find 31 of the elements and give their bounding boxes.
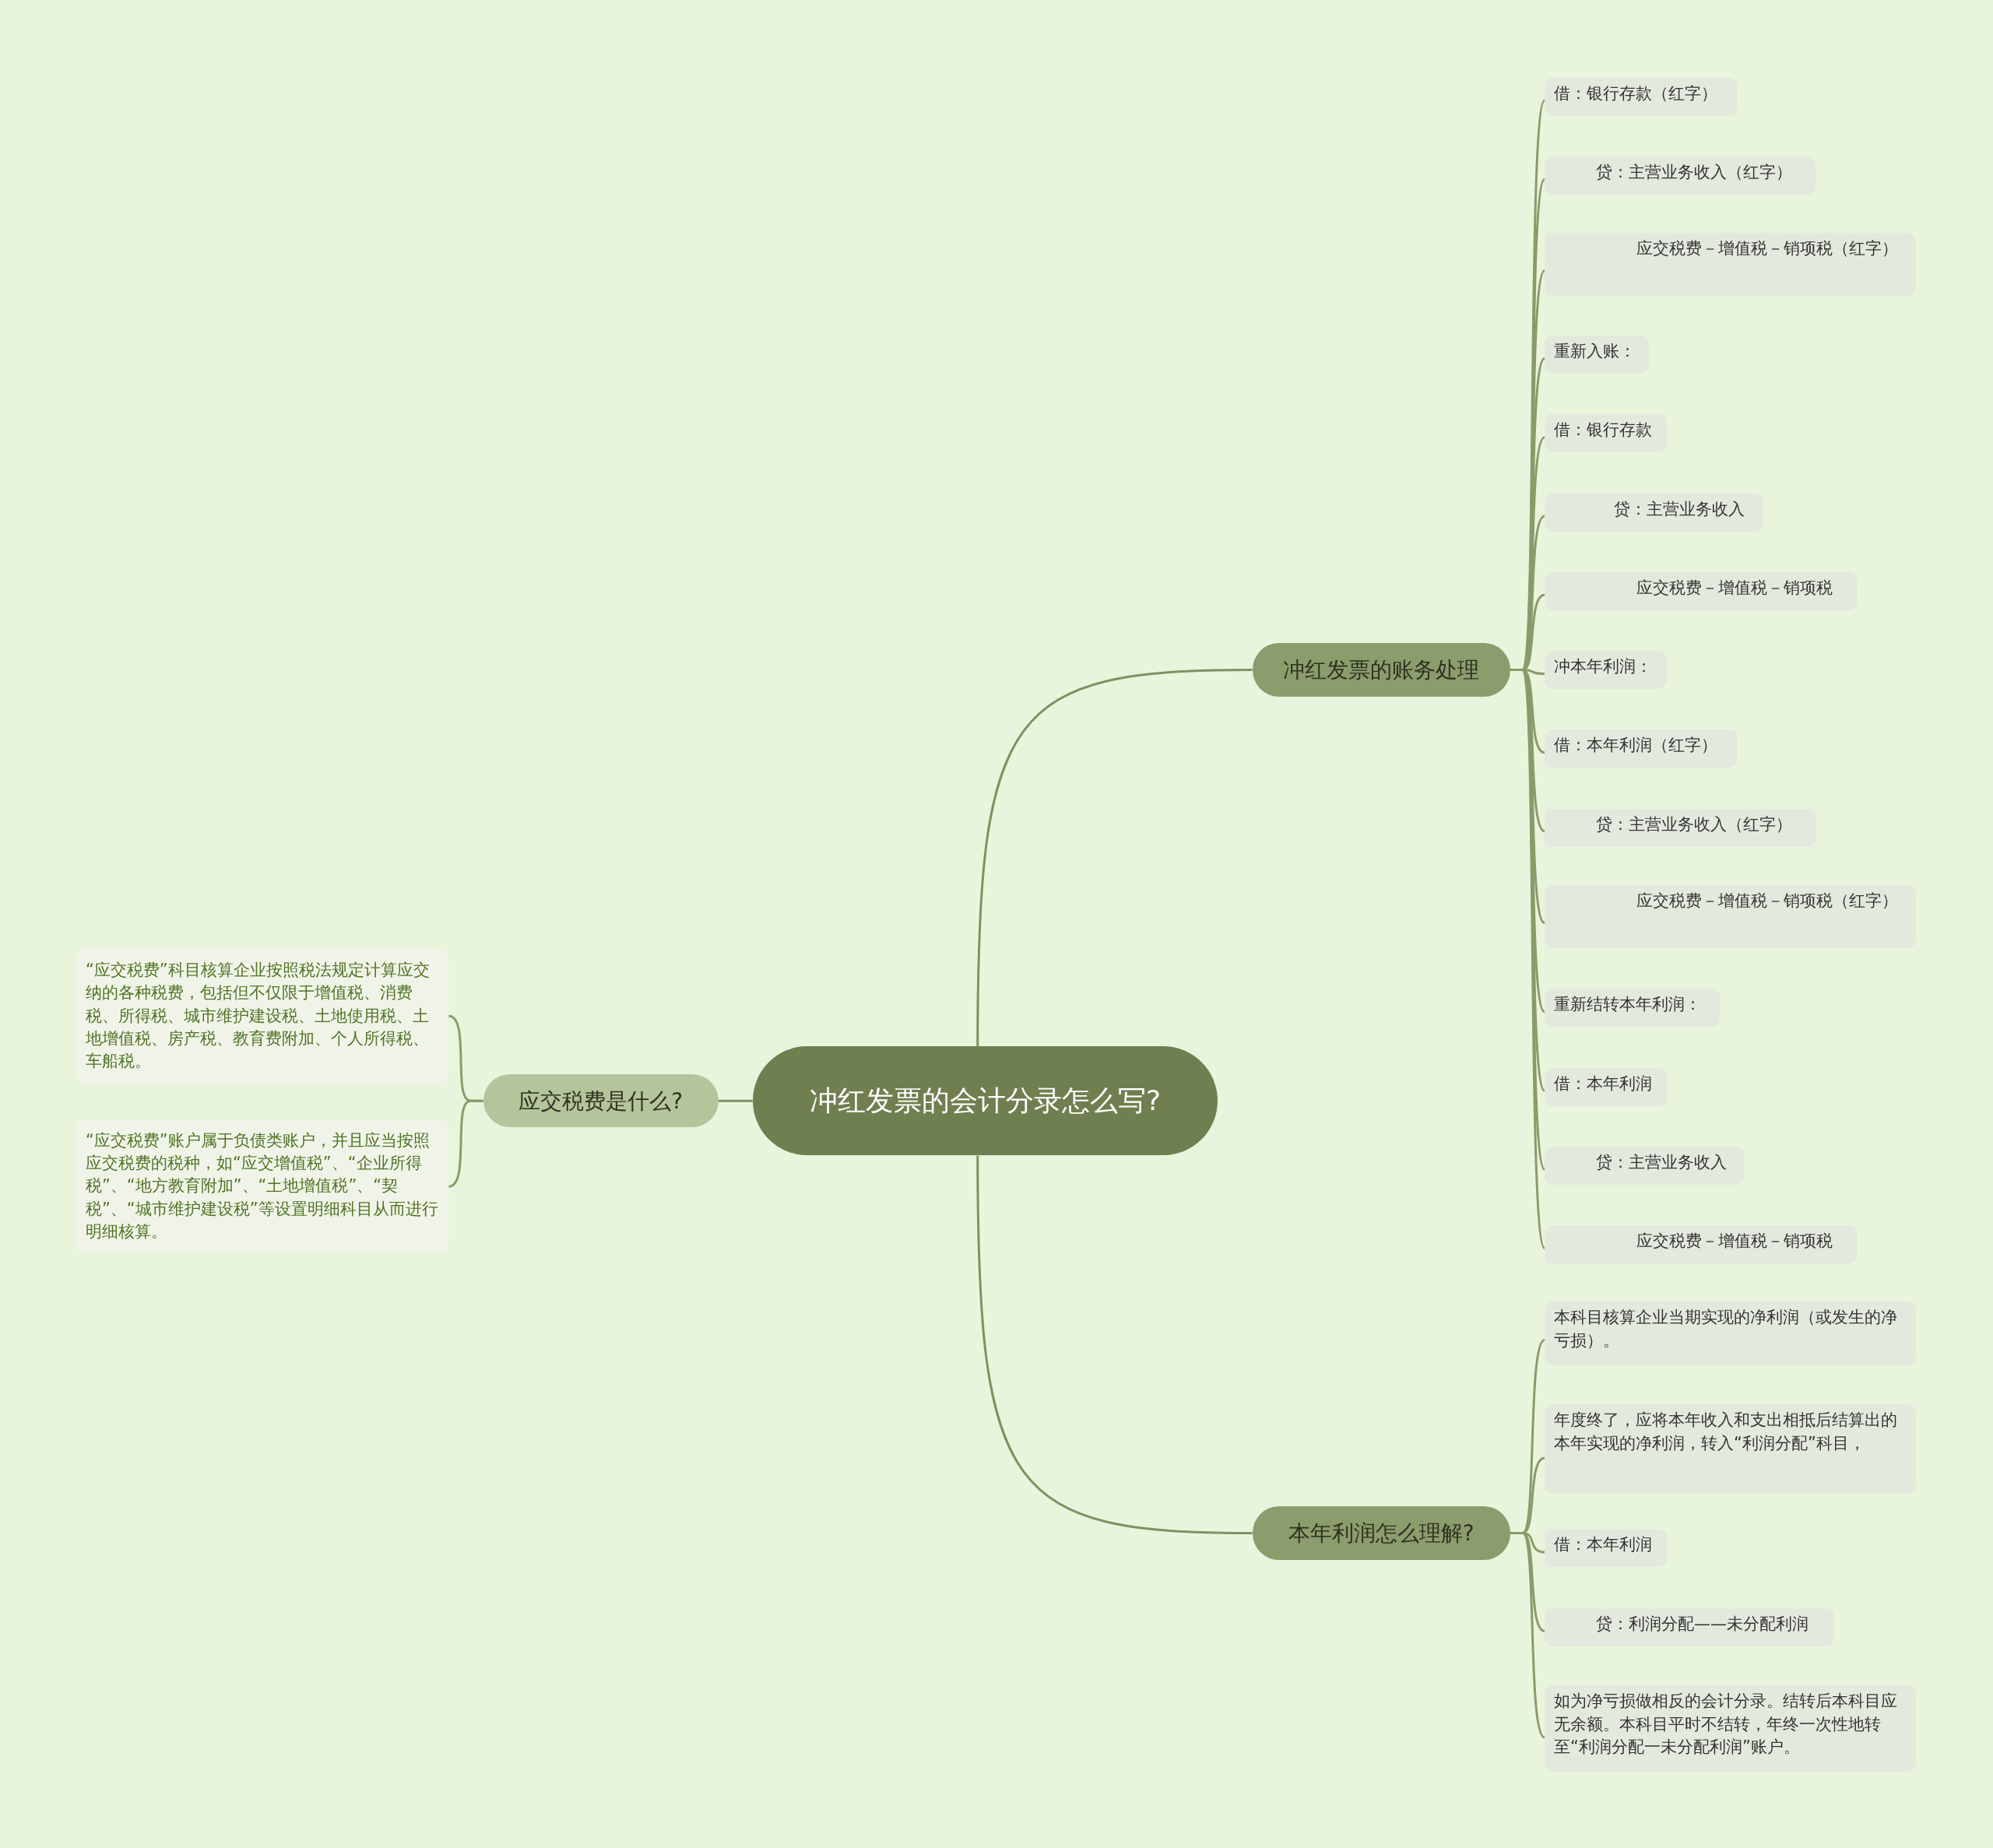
leaf-note: 应交税费－增值税－销项税 [1545, 1225, 1858, 1264]
connector-line [1510, 1531, 1546, 1738]
branch-topic: 应交税费是什么? [483, 1073, 719, 1128]
connector-line [976, 669, 1253, 1046]
leaf-note: 如为净亏损做相反的会计分录。结转后本科目应无余额。本科目平时不结转，年终一次性地转至“利润分配一未分配利润”账户。 [1545, 1685, 1916, 1772]
central-topic: 冲红发票的会计分录怎么写? [752, 1045, 1218, 1156]
leaf-note: 贷：主营业务收入 [1545, 1146, 1745, 1185]
leaf-note: 借：本年利润 [1545, 1529, 1667, 1568]
leaf-note: 本科目核算企业当期实现的净利润（或发生的净亏损）。 [1545, 1302, 1916, 1365]
branch-topic: 本年利润怎么理解? [1252, 1506, 1510, 1560]
leaf-note: 借：银行存款（红字） [1545, 77, 1738, 116]
note-card: “应交税费”科目核算企业按照税法规定计算应交纳的各种税费，包括但不仅限于增值税、消费税、所得税、城市维护建设税、土地使用税、土地增值税、房产税、教育费附加、个人所得税、车船税。 [76, 949, 449, 1083]
leaf-note: 贷：主营业务收入 [1545, 493, 1763, 532]
leaf-note: 应交税费－增值税－销项税（红字） [1545, 884, 1916, 949]
leaf-note: 重新入账： [1545, 336, 1649, 374]
leaf-note: 应交税费－增值税－销项税 [1545, 571, 1858, 610]
leaf-note: 贷：主营业务收入（红字） [1545, 156, 1815, 195]
leaf-note: 借：本年利润 [1545, 1067, 1667, 1106]
leaf-note: 贷：主营业务收入（红字） [1545, 808, 1815, 847]
leaf-note: 年度终了，应将本年收入和支出相抵后结算出的本年实现的净利润，转入“利润分配”科目， [1545, 1404, 1916, 1494]
leaf-note: 贷：利润分配——未分配利润 [1545, 1607, 1835, 1646]
leaf-note: 冲本年利润： [1545, 651, 1667, 690]
branch-topic: 冲红发票的账务处理 [1252, 643, 1510, 697]
connector-line [976, 1155, 1253, 1534]
leaf-note: 应交税费－增值税－销项税（红字） [1545, 232, 1916, 297]
connector-line [718, 1099, 753, 1102]
connector-line [448, 1099, 483, 1188]
leaf-note: 借：本年利润（红字） [1545, 729, 1738, 768]
note-card: “应交税费”账户属于负债类账户，并且应当按照应交税费的税种，如“应交增值税”、“企业所得税”、“地方教育附加”、“土地增值税”、“契税”、“城市维护建设税”等设置明细科目从而进行明细核算。 [76, 1119, 449, 1253]
leaf-note: 重新结转本年利润： [1545, 989, 1721, 1028]
leaf-note: 借：银行存款 [1545, 414, 1667, 453]
